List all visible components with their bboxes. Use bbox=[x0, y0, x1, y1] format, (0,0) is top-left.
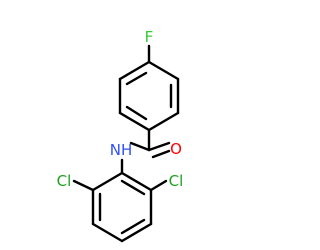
bond bbox=[91, 222, 124, 243]
fluorophenyl-ring bbox=[118, 60, 180, 132]
bond bbox=[118, 60, 151, 81]
structure-diagram: F O NH Cl Cl bbox=[57, 28, 184, 243]
fluorine-label: F bbox=[145, 28, 154, 46]
chlorine-right-label: Cl bbox=[169, 172, 184, 190]
oxygen-label: O bbox=[170, 140, 182, 158]
bond bbox=[120, 171, 153, 192]
bond-carbonyl-to-nitrogen bbox=[129, 141, 151, 152]
bond bbox=[118, 111, 151, 132]
carbonyl-double-bond-a bbox=[147, 141, 171, 152]
chlorine-left-label: Cl bbox=[57, 172, 72, 190]
carbonyl-double-bond-b bbox=[151, 149, 171, 159]
bond bbox=[120, 222, 153, 243]
bond-to-chlorine-left bbox=[72, 179, 95, 192]
bond bbox=[147, 111, 180, 132]
double-bond-inner bbox=[125, 71, 148, 86]
dichlorophenyl-ring bbox=[91, 171, 153, 243]
double-bond-inner bbox=[120, 218, 146, 235]
bond bbox=[147, 60, 180, 81]
bond-to-chlorine-right bbox=[149, 179, 168, 192]
bond bbox=[91, 171, 124, 192]
nitrogen-label: NH bbox=[110, 141, 133, 159]
double-bond-inner bbox=[120, 179, 146, 196]
double-bond-inner bbox=[125, 105, 148, 121]
